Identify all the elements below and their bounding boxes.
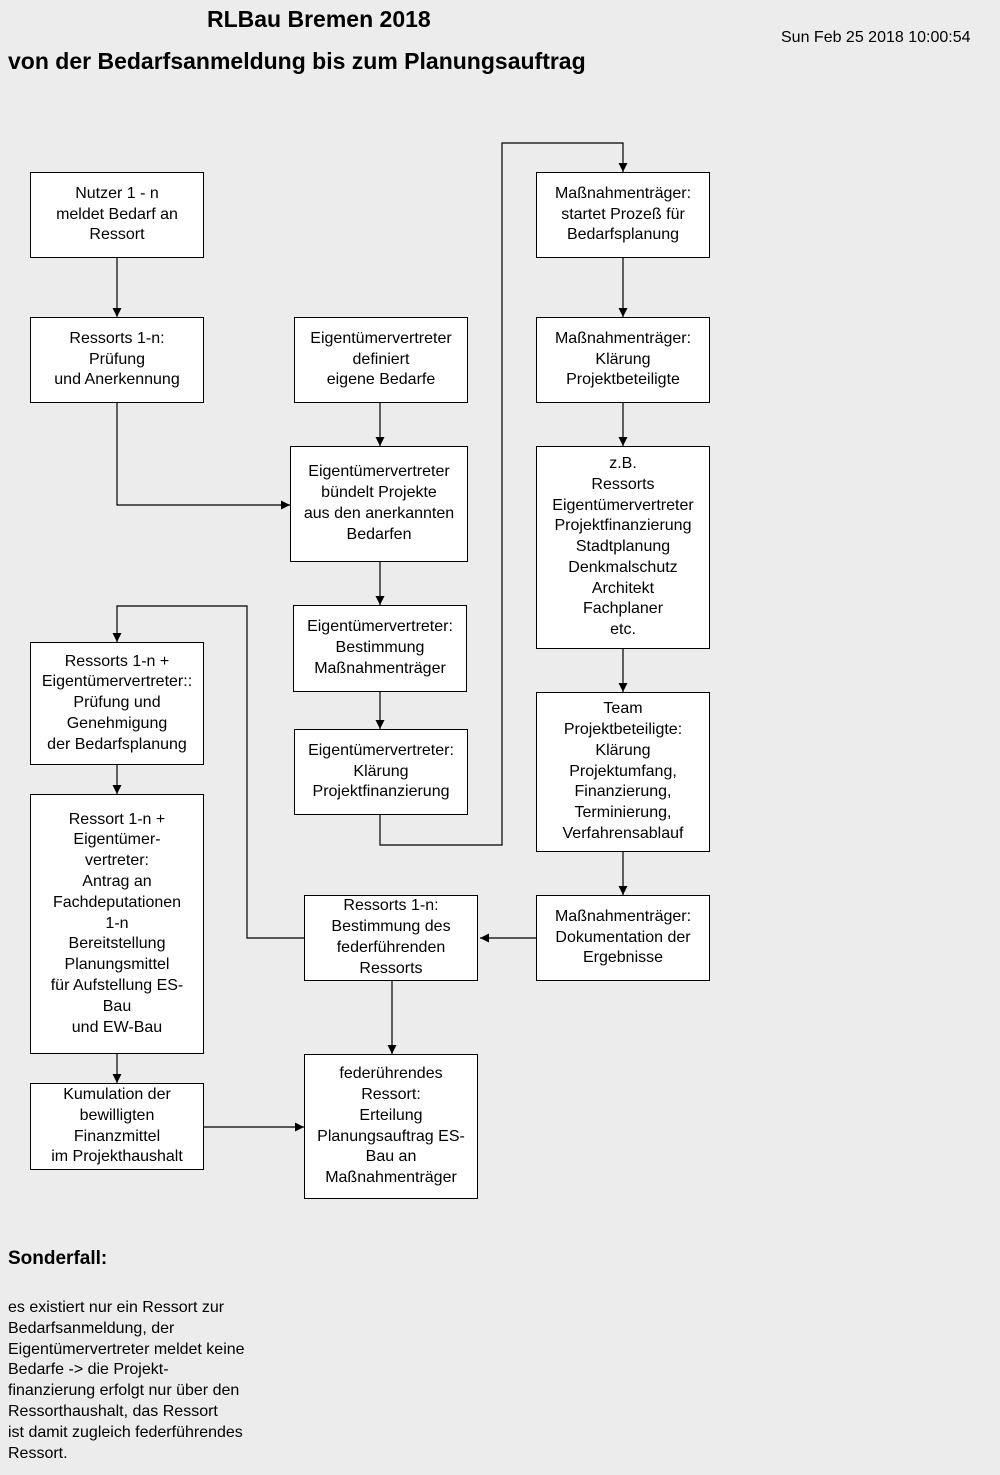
- sonderfall-text: es existiert nur ein Ressort zur Bedarfs…: [8, 1299, 245, 1462]
- arrow-bestimmung-to-genehmigung: [112, 605, 304, 939]
- box-massnahmentraeger-dokumentation: Maßnahmenträger: Dokumentation der Ergeb…: [536, 895, 710, 981]
- sonderfall-heading: Sonderfall:: [8, 1248, 108, 1269]
- diagram-subtitle: von der Bedarfsanmeldung bis zum Planung…: [8, 48, 586, 74]
- box-team-projektbeteiligte: Team Projektbeteiligte: Klärung Projektu…: [536, 692, 710, 852]
- box-federfuehrendes-ressort: federührendes Ressort: Erteilung Planung…: [304, 1054, 478, 1199]
- box-eigentuemer-klaerung: Eigentümervertreter: Klärung Projektfina…: [294, 729, 468, 815]
- box-massnahmentraeger-klaerung: Maßnahmenträger: Klärung Projektbeteilig…: [536, 317, 710, 403]
- diagram-title: RLBau Bremen 2018: [207, 6, 431, 32]
- box-eigentuemer-bestimmung: Eigentümervertreter: Bestimmung Maßnahme…: [293, 605, 467, 692]
- arrow-ressorts-to-buendelt: [116, 403, 290, 510]
- box-ressort-antrag-fachdeputationen: Ressort 1-n + Eigentümer- vertreter: Ant…: [30, 794, 204, 1054]
- box-ressorts-genehmigung: Ressorts 1-n + Eigentümervertreter:: Prü…: [30, 642, 204, 765]
- arrow-klaerung-to-mt-startet: [379, 142, 628, 846]
- box-eigentuemer-buendelt: Eigentümervertreter bündelt Projekte aus…: [290, 446, 468, 562]
- box-beteiligte-liste: z.B. Ressorts Eigentümervertreter Projek…: [536, 446, 710, 649]
- box-nutzer-meldet-bedarf: Nutzer 1 - n meldet Bedarf an Ressort: [30, 172, 204, 258]
- box-ressorts-pruefung: Ressorts 1-n: Prüfung und Anerkennung: [30, 317, 204, 403]
- box-kumulation-finanzmittel: Kumulation der bewilligten Finanzmittel …: [30, 1083, 204, 1170]
- box-massnahmentraeger-startet: Maßnahmenträger: startet Prozeß für Beda…: [536, 172, 710, 258]
- timestamp: Sun Feb 25 2018 10:00:54: [781, 29, 971, 46]
- box-ressorts-bestimmung-federfuehrend: Ressorts 1-n: Bestimmung des federführen…: [304, 895, 478, 981]
- box-eigentuemer-definiert: Eigentümervertreter definiert eigene Bed…: [294, 317, 468, 403]
